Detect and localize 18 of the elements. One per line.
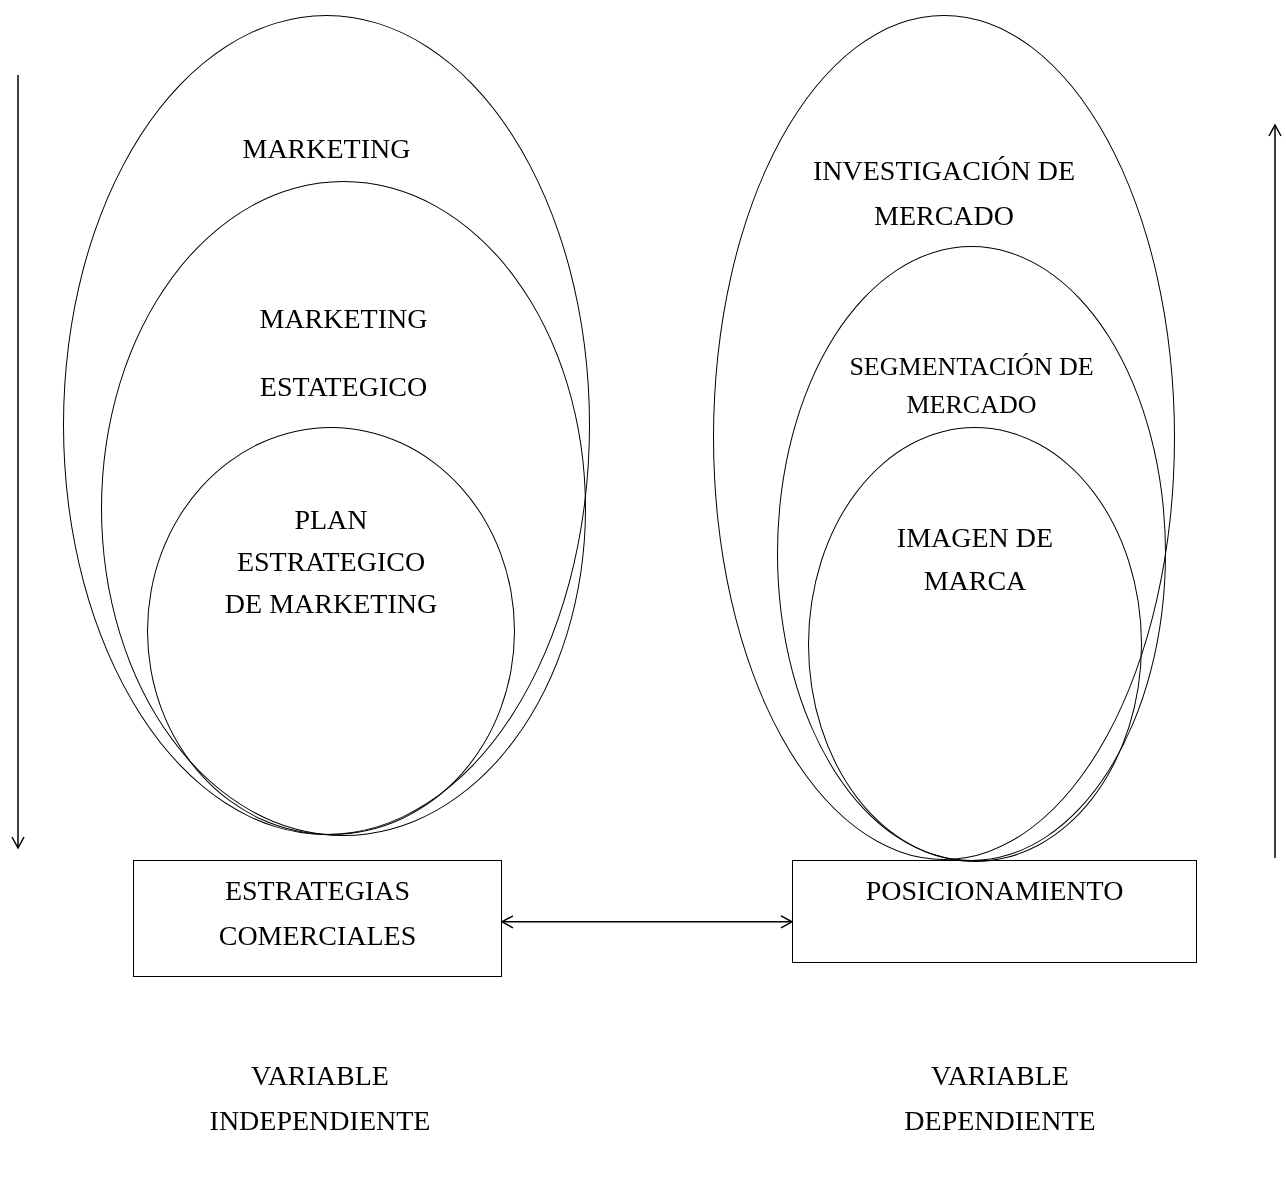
text-box	[792, 860, 1197, 963]
variable-label: VARIABLE DEPENDIENTE	[903, 1059, 1097, 1138]
node-label: ESTRATEGIAS COMERCIALES	[217, 874, 418, 953]
concept-ellipse	[777, 246, 1166, 861]
concept-ellipse	[63, 15, 590, 835]
node-label: MARKETING ESTATEGICO	[258, 302, 429, 404]
text-box	[133, 860, 502, 977]
node-label: MARKETING	[241, 132, 412, 166]
double-arrow	[501, 915, 793, 929]
variable-label: VARIABLE INDEPENDIENTE	[208, 1059, 432, 1138]
node-label: POSICIONAMIENTO	[864, 874, 1125, 908]
node-label: PLAN ESTRATEGICO DE MARKETING	[223, 503, 439, 621]
concept-ellipse	[808, 427, 1142, 862]
node-label: IMAGEN DE MARCA	[895, 521, 1055, 598]
concept-ellipse	[713, 15, 1175, 860]
node-label: SEGMENTACIÓN DE MERCADO	[848, 351, 1095, 421]
concept-ellipse	[101, 181, 586, 836]
node-label: INVESTIGACIÓN DE MERCADO	[811, 154, 1077, 233]
